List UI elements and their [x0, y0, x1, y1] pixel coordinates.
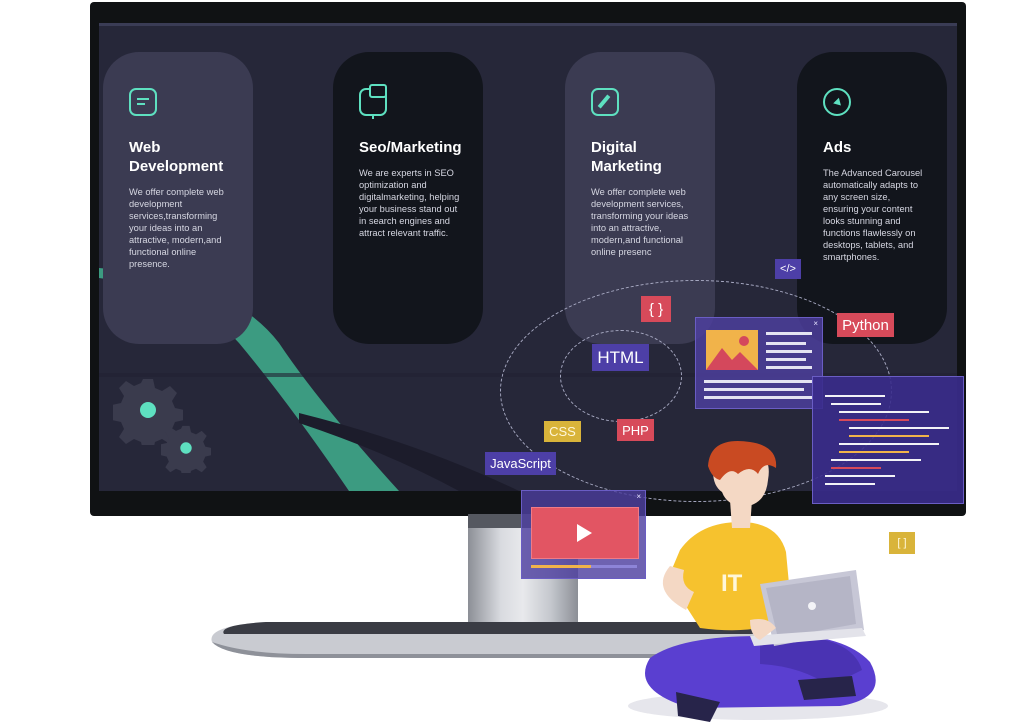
service-card-web-development[interactable]: Web Development We offer complete web de… — [103, 52, 253, 344]
service-card-ads[interactable]: Ads The Advanced Carousel automatically … — [797, 52, 947, 344]
close-icon: × — [813, 319, 818, 328]
monitor-chat-icon — [359, 84, 387, 119]
card-description: We offer complete web development servic… — [591, 187, 689, 257]
gear-icon — [113, 379, 183, 445]
card-title: Ads — [823, 139, 852, 156]
php-tag: PHP — [617, 419, 654, 441]
text-line — [766, 350, 812, 353]
card-description: We offer complete web development servic… — [129, 187, 224, 269]
code-line — [849, 435, 929, 437]
card-description: The Advanced Carousel automatically adap… — [823, 168, 923, 262]
card-title: Web Development — [129, 139, 224, 175]
video-progress-fill — [531, 565, 591, 568]
css-tag: CSS — [544, 421, 581, 442]
code-tag: </> — [775, 259, 801, 279]
text-line — [704, 380, 812, 383]
service-card-seo-marketing[interactable]: Seo/Marketing We are experts in SEO opti… — [333, 52, 483, 344]
code-line — [839, 451, 909, 453]
monitor-base — [211, 622, 768, 658]
text-line — [766, 342, 806, 345]
developer-illustration — [628, 441, 888, 722]
code-line — [839, 419, 909, 421]
text-line — [704, 396, 812, 399]
code-line — [825, 475, 895, 477]
cursor-click-icon — [823, 88, 851, 116]
close-icon: × — [636, 492, 641, 501]
code-line — [839, 411, 929, 413]
text-line — [766, 366, 812, 369]
javascript-tag: JavaScript — [485, 452, 556, 475]
code-line — [825, 395, 885, 397]
braces-tag: { } — [641, 296, 671, 322]
code-window — [812, 376, 964, 504]
code-line — [839, 443, 939, 445]
code-line — [849, 427, 949, 429]
document-lines-icon — [129, 88, 157, 116]
text-line — [704, 388, 804, 391]
edit-pencil-icon — [591, 88, 619, 116]
shirt-text: IT — [721, 570, 743, 597]
article-window: × — [695, 317, 823, 409]
screen-top-edge — [99, 23, 957, 26]
text-line — [766, 358, 806, 361]
text-line — [766, 332, 812, 335]
gear-small-icon — [161, 425, 211, 473]
brackets-tag: [ ] — [889, 532, 915, 554]
card-description: We are experts in SEO optimization and d… — [359, 168, 460, 238]
python-tag: Python — [837, 313, 894, 337]
code-line — [825, 483, 875, 485]
code-line — [831, 467, 881, 469]
video-window: × — [521, 490, 646, 579]
image-icon — [706, 330, 758, 370]
code-line — [831, 459, 921, 461]
html-tag: HTML — [592, 344, 649, 371]
card-title: Digital Marketing — [591, 139, 662, 175]
card-title: Seo/Marketing — [359, 139, 462, 156]
code-line — [831, 403, 881, 405]
play-icon[interactable] — [574, 523, 594, 543]
